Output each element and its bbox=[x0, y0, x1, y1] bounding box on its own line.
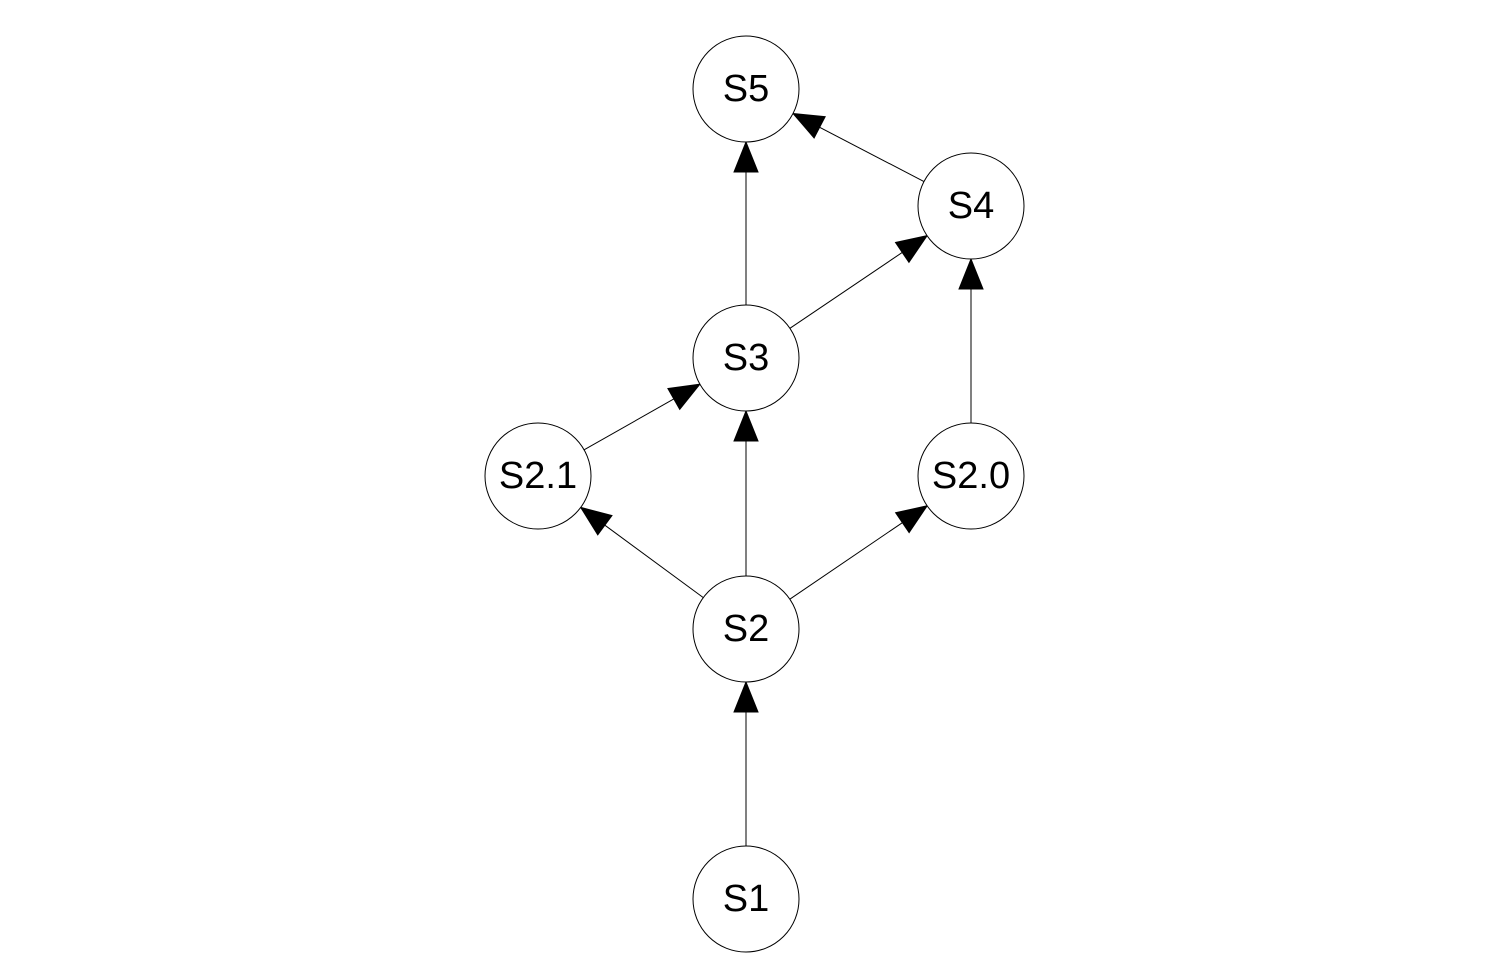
edge-line bbox=[819, 126, 925, 182]
node-circle bbox=[484, 422, 592, 530]
node-circle bbox=[917, 422, 1025, 530]
node-s2-1: S2.1 bbox=[484, 422, 592, 530]
node-circle bbox=[692, 35, 800, 143]
node-s4: S4 bbox=[917, 152, 1025, 260]
edge-s2-1-to-s3 bbox=[583, 383, 702, 451]
node-label: S2.1 bbox=[499, 455, 577, 497]
node-label: S2 bbox=[723, 608, 769, 650]
arrowhead-icon bbox=[733, 409, 759, 442]
node-circle bbox=[917, 152, 1025, 260]
arrowhead-icon bbox=[667, 383, 702, 411]
arrowhead-icon bbox=[894, 505, 929, 534]
edge-line bbox=[583, 398, 675, 451]
node-label: S4 bbox=[948, 185, 994, 227]
edges-layer bbox=[579, 112, 984, 846]
arrowhead-icon bbox=[733, 680, 759, 713]
edge-s3-to-s5 bbox=[733, 140, 759, 305]
edge-line bbox=[604, 524, 704, 598]
edge-s2-to-s2-1 bbox=[579, 506, 704, 598]
node-s1: S1 bbox=[692, 845, 800, 953]
edge-s1-to-s2 bbox=[733, 680, 759, 846]
arrowhead-icon bbox=[894, 234, 929, 264]
edge-s2-to-s3 bbox=[733, 409, 759, 576]
node-label: S1 bbox=[723, 878, 769, 920]
node-circle bbox=[692, 575, 800, 683]
node-label: S3 bbox=[723, 337, 769, 379]
node-s2: S2 bbox=[692, 575, 800, 683]
node-s3: S3 bbox=[692, 304, 800, 412]
node-circle bbox=[692, 304, 800, 412]
edge-line bbox=[789, 252, 903, 329]
edge-line bbox=[789, 522, 903, 600]
edge-s2-0-to-s4 bbox=[958, 257, 984, 423]
nodes-layer: S1 S2 S2.1 S2.0 S3 S4 S5 bbox=[484, 35, 1025, 953]
edge-s2-to-s2-0 bbox=[789, 505, 929, 600]
node-s5: S5 bbox=[692, 35, 800, 143]
edge-s4-to-s5 bbox=[791, 112, 925, 182]
arrowhead-icon bbox=[958, 257, 984, 290]
arrowhead-icon bbox=[733, 140, 759, 173]
node-label: S5 bbox=[723, 68, 769, 110]
arrowhead-icon bbox=[791, 112, 826, 139]
node-label: S2.0 bbox=[932, 455, 1010, 497]
edge-s3-to-s4 bbox=[789, 234, 929, 329]
node-s2-0: S2.0 bbox=[917, 422, 1025, 530]
node-circle bbox=[692, 845, 800, 953]
arrowhead-icon bbox=[579, 506, 613, 536]
